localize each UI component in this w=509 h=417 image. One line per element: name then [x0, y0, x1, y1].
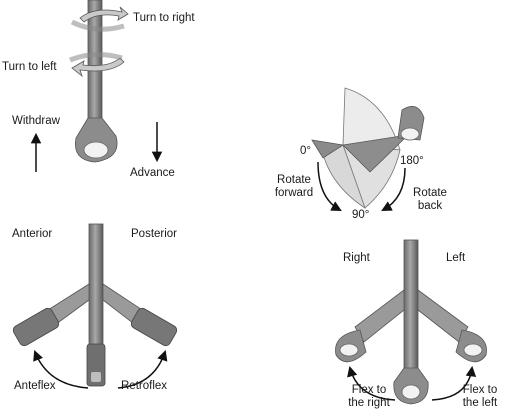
retroflex-label: Retroflex [121, 380, 168, 392]
rotate-forward-line1: Rotate [277, 174, 311, 186]
probe-tip-anteflex [12, 307, 60, 347]
rotation-fan-shadow-left [311, 139, 345, 159]
panel-flex-left-right [335, 239, 487, 405]
turn-right-arrow-back [70, 19, 125, 32]
advance-label: Advance [130, 167, 175, 179]
flex-right-arrow [347, 365, 396, 401]
deg-0-label: 0° [300, 145, 311, 157]
deg-180-label: 180° [400, 155, 424, 167]
rotation-fan-shadow-right [342, 134, 410, 173]
rotation-fan-light [342, 87, 401, 151]
flex-right-line1: Flex to [351, 384, 387, 396]
anteflex-arrow [33, 350, 89, 389]
rotate-back-arrow [381, 167, 406, 212]
probe-tip-lateral-center-face [401, 384, 421, 400]
right-label: Right [343, 252, 370, 264]
probe-tip-retroflex [130, 307, 178, 347]
rotate-forward-label: Rotate forward [268, 174, 320, 200]
rotate-back-label: Rotate back [406, 187, 454, 213]
withdraw-label: Withdraw [12, 115, 60, 127]
flex-right-line2: the right [348, 397, 390, 409]
probe-tip-right-face [339, 343, 359, 357]
probe-tip-left-face [463, 343, 483, 357]
probe-tip-face-top [83, 141, 109, 159]
anterior-label: Anterior [12, 228, 53, 240]
turn-left-arrow [71, 57, 125, 78]
probe-tip-neutral-face [91, 372, 101, 382]
rotate-forward-line2: forward [274, 187, 314, 199]
flex-left-line1: Flex to [462, 384, 498, 396]
rotation-fan-lower [342, 144, 401, 209]
posterior-label: Posterior [131, 228, 178, 240]
left-label: Left [446, 252, 466, 264]
panel-turn-advance [30, 0, 163, 172]
anteflex-label: Anteflex [14, 380, 56, 392]
turn-left-label: Turn to left [2, 61, 57, 73]
flex-right-label: Flex to the right [340, 384, 398, 410]
panel-rotate [311, 87, 425, 212]
probe-arm-right [354, 289, 405, 343]
turn-left-arrow-back [69, 52, 123, 63]
flex-left-line2: the left [462, 397, 498, 409]
rotate-back-line2: back [417, 200, 443, 212]
panel-anteflex-retroflex [12, 223, 178, 389]
flex-left-label: Flex to the left [452, 384, 508, 410]
turn-right-label: Turn to right [133, 12, 195, 24]
deg-90-label: 90° [352, 209, 370, 221]
probe-shaft-lateral [403, 239, 419, 371]
flex-left-arrow [431, 365, 477, 401]
retroflex-arrow [117, 350, 168, 389]
probe-tip-face-rotate [400, 127, 420, 141]
rotate-back-line1: Rotate [413, 187, 447, 199]
rotate-forward-arrow [317, 161, 342, 212]
turn-right-arrow [79, 6, 129, 23]
